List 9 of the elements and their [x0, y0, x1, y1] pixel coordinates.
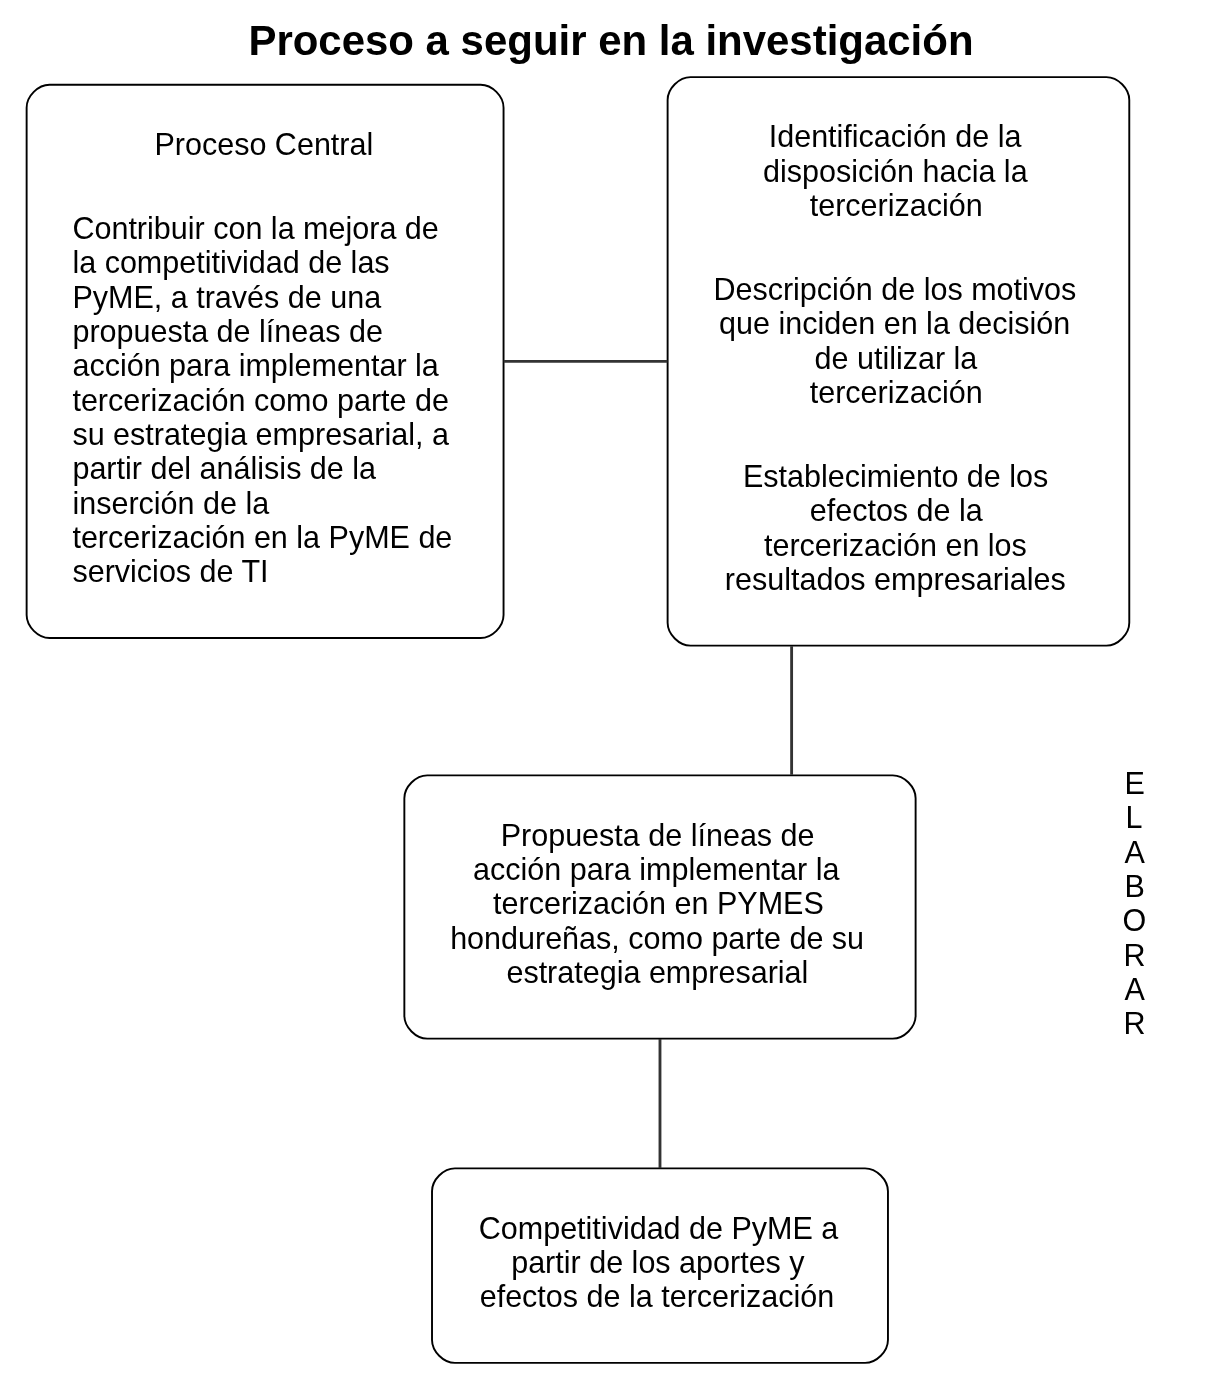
diagram-title: Proceso a seguir en la investigación	[247, 17, 974, 65]
connector	[789, 646, 793, 775]
connector	[503, 359, 667, 363]
node-box: Proceso Central Contribuir con la mejora de la competitividad de las PyME, a través de una propuesta de líneas de acción para implementar la tercerización como parte de su estrategia empresarial, a partir del análisis de la inserción de la tercerización en la PyME de servicios de TI	[25, 83, 504, 639]
connector	[658, 1039, 661, 1169]
node-box: Competitividad de PyME a partir de los aportes y efectos de la tercerización	[430, 1167, 889, 1364]
node-box: Propuesta de líneas de acción para implementar la tercerización en PYMES hondureñas, como parte de su estrategia empresarial	[402, 774, 917, 1040]
label: ELABORAR	[1122, 766, 1146, 1041]
node-box: Identificación de la disposición hacia la tercerización Descripción de los motivos que inciden en la decisión de utilizar la tercerización Establecimiento de los efectos de la tercerización en los resultados empresariales	[666, 76, 1130, 647]
